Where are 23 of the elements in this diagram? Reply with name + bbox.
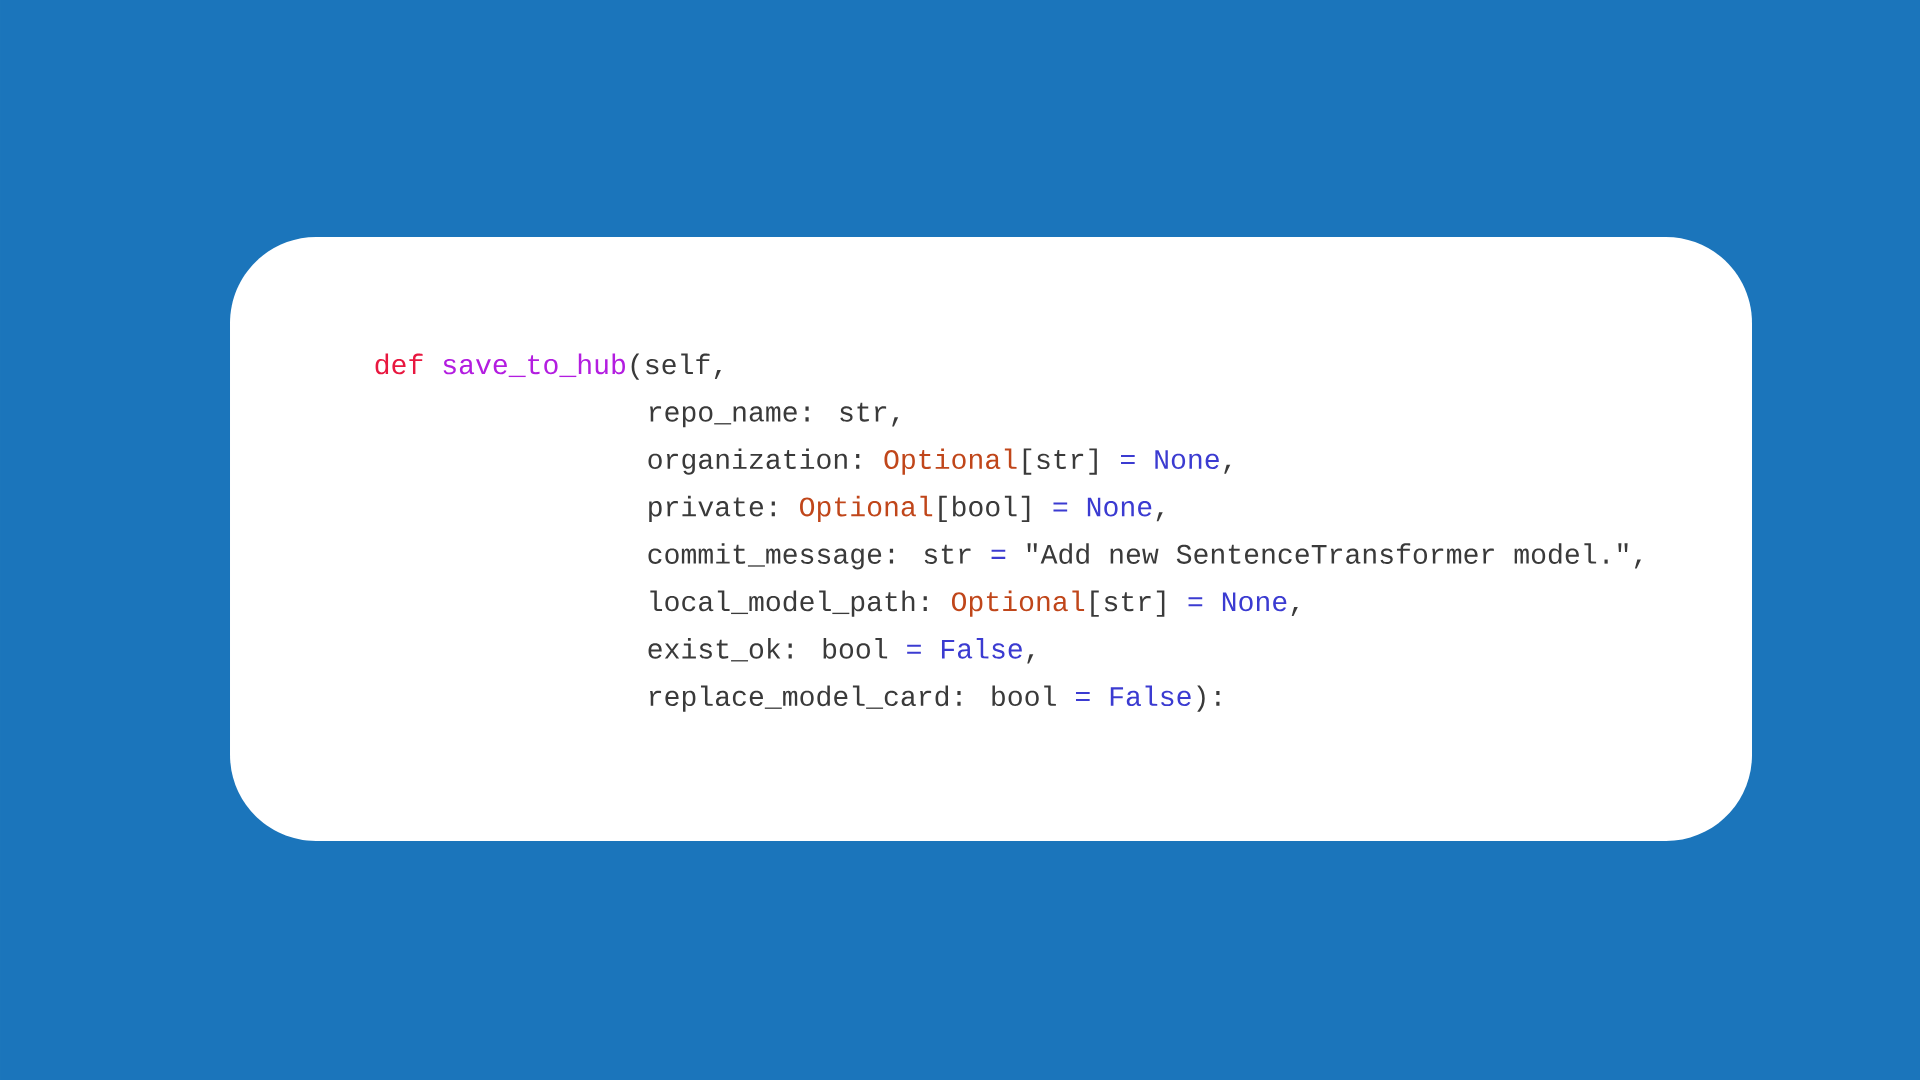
code-line: replace_model_card: bool = False ): <box>650 685 1220 712</box>
label: private: <box>649 495 775 523</box>
label: , <box>1224 464 1231 474</box>
label: local_model_path: <box>650 590 927 617</box>
code-line: repo_name: str, <box>650 402 899 428</box>
label: [str] <box>1023 448 1097 475</box>
label: = None <box>1053 497 1152 517</box>
label: = None <box>1188 592 1287 612</box>
code-line: exist_ok: bool = False , <box>648 638 1034 664</box>
label: Optional <box>951 590 1085 617</box>
label: = None <box>1121 450 1219 470</box>
label: , <box>1156 512 1163 522</box>
code-line: def save_to_hub (self, <box>375 353 721 380</box>
label: , <box>1291 606 1298 616</box>
code-line: commit_message: str = "Add new SentenceTransformer model.", <box>648 543 1641 570</box>
code-line: organization: Optional [str] = None , <box>648 448 1231 475</box>
label: Optional <box>884 448 1017 475</box>
code-line: local_model_path: Optional [str] = None , <box>650 590 1298 617</box>
code-line: private: Optional [bool] = None , <box>649 495 1163 523</box>
label: [str] <box>1091 590 1165 617</box>
label: Optional <box>800 495 933 523</box>
label: organization: <box>648 448 860 475</box>
label: [bool] <box>939 495 1030 523</box>
